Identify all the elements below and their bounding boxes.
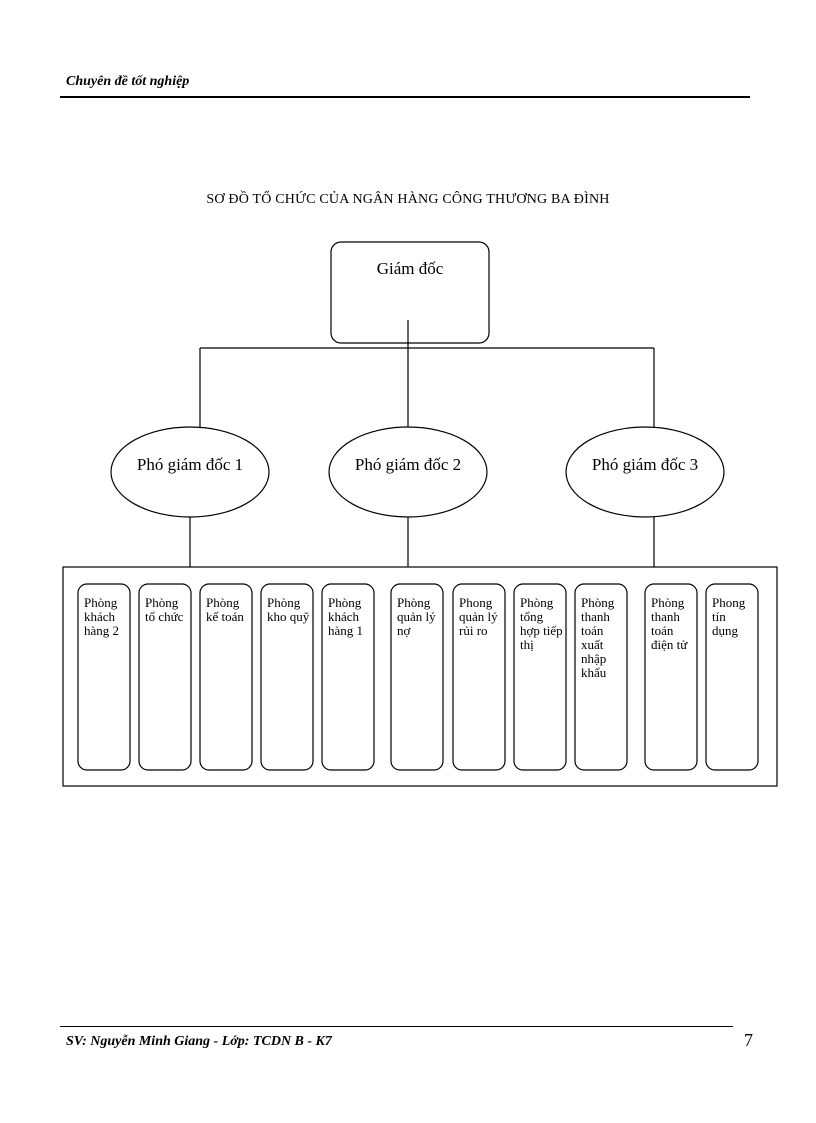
director-label: Giám đốc — [376, 259, 444, 278]
department-box — [260, 583, 314, 771]
department-label: Phòng khách hàng 2 — [84, 595, 120, 638]
department-box — [644, 583, 698, 771]
department-box — [705, 583, 759, 771]
department-box — [138, 583, 192, 771]
deputy-3-label: Phó giám đốc 3 — [591, 455, 699, 474]
department-box — [452, 583, 506, 771]
department-label: Phòng thanh toán xuất nhập khẩu — [581, 595, 615, 680]
diagram-title: SƠ ĐỒ TỔ CHỨC CỦA NGÂN HÀNG CÔNG THƯƠNG … — [206, 192, 610, 207]
department-label: Phòng tổng hợp tiếp thị — [520, 595, 563, 652]
deputy-1-label: Phó giám đốc 1 — [136, 455, 244, 474]
department-box — [77, 583, 131, 771]
footer-rule — [60, 1026, 733, 1027]
department-box — [574, 583, 628, 771]
department-box — [390, 583, 444, 771]
director-box — [330, 241, 490, 344]
department-label: Phòng kho quỹ — [267, 595, 310, 624]
deputy-2-label: Phó giám đốc 2 — [354, 455, 462, 474]
department-label: Phòng kế toán — [206, 595, 244, 624]
department-label: Phong quản lý rủi ro — [459, 595, 498, 638]
header-rule — [60, 96, 750, 98]
document-header: Chuyên đề tốt nghiệp — [66, 74, 190, 89]
department-label: Phòng quản lý nợ — [397, 595, 436, 638]
department-label: Phòng tổ chức — [145, 595, 184, 624]
department-box — [199, 583, 253, 771]
department-box — [321, 583, 375, 771]
department-box — [513, 583, 567, 771]
deputy-3-ellipse — [565, 426, 725, 518]
page-number: 7 — [744, 1030, 753, 1050]
department-label: Phòng thanh toán điện tử — [651, 595, 688, 652]
department-label: Phong tín dụng — [712, 595, 746, 638]
department-label: Phòng khách hàng 1 — [328, 595, 364, 638]
footer-text: SV: Nguyễn Minh Giang - Lớp: TCDN B - K7 — [66, 1034, 332, 1049]
